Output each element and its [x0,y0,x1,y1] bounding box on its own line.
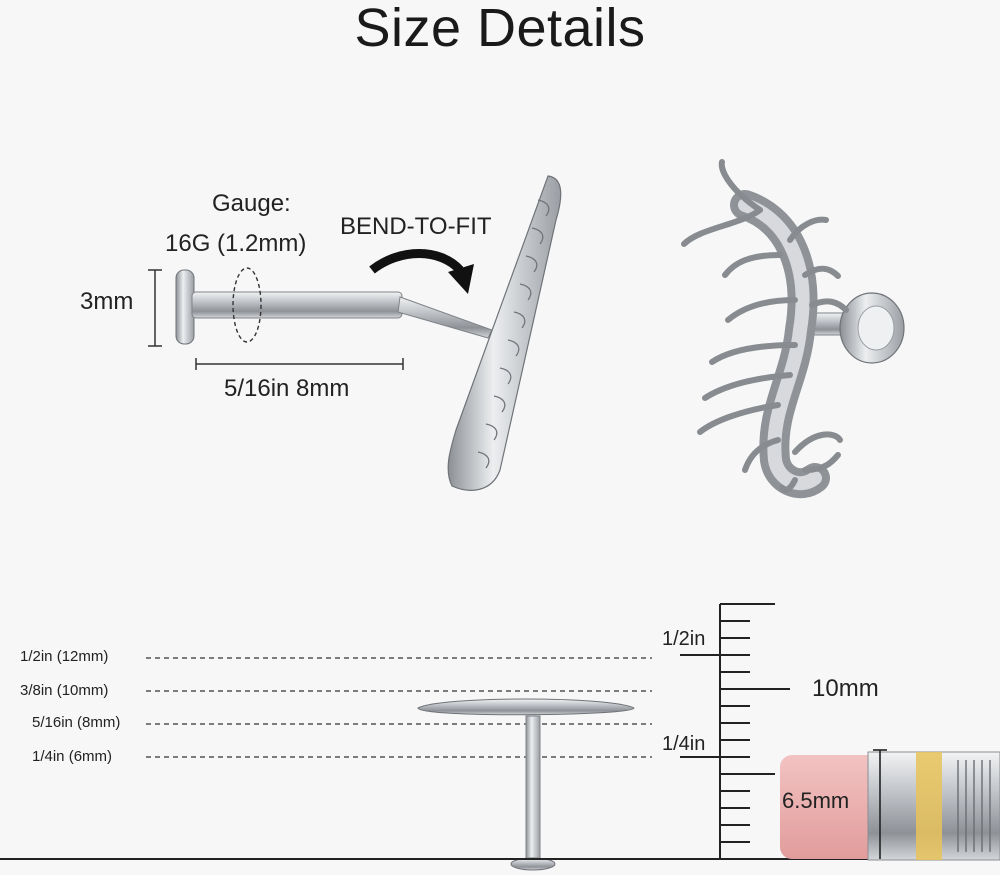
gauge-value: 16G (1.2mm) [165,230,307,257]
height-label-3-8in: 3/8in (10mm) [20,682,109,699]
eraser-size-label: 6.5mm [782,788,850,813]
ruler-10mm-label: 10mm [812,675,879,702]
height-label-5-16in: 5/16in (8mm) [32,714,121,731]
ruler-quarter-inch-label: 1/4in [662,733,706,755]
pencil-eraser [780,751,1000,861]
disc-height-dimension [148,269,162,347]
gauge-label: Gauge: [212,190,291,217]
height-label-1-4in: 1/4in (6mm) [32,748,113,765]
bend-arrowhead-icon [448,264,474,294]
bend-to-fit-label: BEND-TO-FIT [340,213,492,240]
height-label-1-2in: 1/2in (12mm) [20,648,109,665]
eraser-size-dimension [873,749,887,859]
bar-length-dimension [195,358,404,370]
labret-post-side-view [175,267,493,345]
page-title: Size Details [354,0,646,58]
disc-height-label: 3mm [80,288,134,315]
bend-arrow-icon [369,249,464,274]
gauge-indicator-ring [232,267,262,343]
ruler [680,603,790,860]
labret-scale-model [417,698,635,871]
centipede-earring-front-view [681,159,905,499]
bar-length-label: 5/16in 8mm [224,375,350,402]
ruler-half-inch-label: 1/2in [662,628,706,650]
height-guide-lines [146,657,652,758]
centipede-top-side-view [447,175,562,491]
